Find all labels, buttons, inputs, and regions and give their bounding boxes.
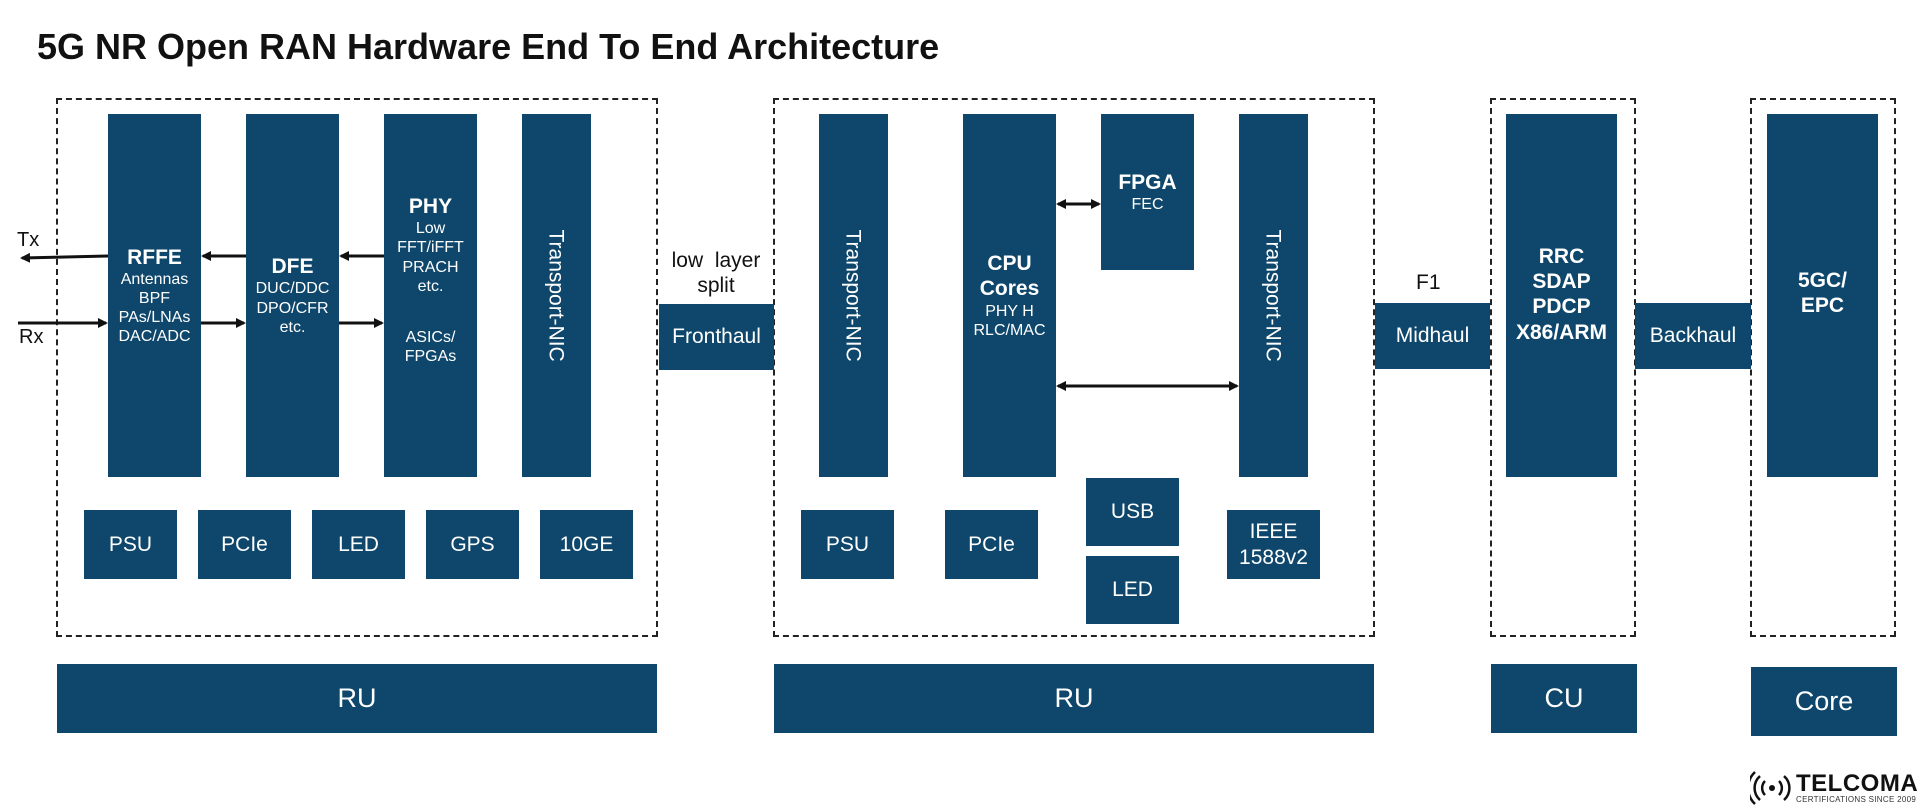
fpga-sub: FEC <box>1131 196 1164 213</box>
ru2-led-block: LED <box>1086 556 1179 624</box>
dfe-line: DUC/DDC <box>255 280 330 298</box>
ieee-line: IEEE <box>1249 520 1298 544</box>
phy-details: Low FFT/iFFT PRACH etc. <box>397 219 464 296</box>
ru2-transport-nic-right-block: Transport-NIC <box>1239 114 1308 477</box>
telcoma-logo: TELCOMA CERTIFICATIONS SINCE 2009 <box>1750 768 1920 808</box>
dfe-title: DFE <box>271 255 314 279</box>
ru1-bar: RU <box>57 664 657 733</box>
cpu-line: RLC/MAC <box>973 321 1046 339</box>
cpu-line: PHY H <box>985 302 1034 320</box>
phy-line: Low <box>415 220 446 238</box>
logo-name: TELCOMA <box>1796 770 1919 797</box>
core-group-outline <box>1750 98 1896 637</box>
backhaul-block: Backhaul <box>1635 303 1751 369</box>
cpu-title-line: Cores <box>979 277 1040 301</box>
midhaul-block: Midhaul <box>1375 303 1490 369</box>
rffe-details: Antennas BPF PAs/LNAs DAC/ADC <box>118 270 190 347</box>
cu-line: RRC <box>1538 245 1585 268</box>
cu-bar: CU <box>1491 664 1637 733</box>
ieee-line: 1588v2 <box>1239 545 1308 569</box>
dfe-block: DFE DUC/DDC DPO/CFR etc. <box>246 114 339 477</box>
usb-block: USB <box>1086 478 1179 546</box>
cu-block: RRC SDAP PDCP X86/ARM <box>1506 114 1617 477</box>
cu-line: PDCP <box>1532 295 1591 319</box>
dfe-details: DUC/DDC DPO/CFR etc. <box>256 279 330 337</box>
ru1-group-outline <box>56 98 658 637</box>
rffe-line: BPF <box>138 289 171 307</box>
core-block: 5GC/ EPC <box>1767 114 1878 477</box>
phy-line: PRACH <box>402 258 459 276</box>
logo-tagline: CERTIFICATIONS SINCE 2009 <box>1796 795 1917 804</box>
phy-hardware: ASICs/ FPGAs <box>405 328 457 366</box>
phy-block: PHY Low FFT/iFFT PRACH etc. ASICs/ FPGAs <box>384 114 477 477</box>
core-line: EPC <box>1800 294 1845 318</box>
phy-title: PHY <box>408 195 453 218</box>
ru1-transport-nic-block: Transport-NIC <box>522 114 591 477</box>
ru2-group-outline <box>773 98 1375 637</box>
split-label-line: split <box>697 274 735 298</box>
fronthaul-split-label: low layer split <box>655 248 777 298</box>
rffe-line: PAs/LNAs <box>118 309 191 327</box>
cu-line: SDAP <box>1532 270 1591 294</box>
split-label-line: low layer <box>671 249 761 272</box>
core-functions: 5GC/ EPC <box>1798 268 1847 318</box>
cu-functions: RRC SDAP PDCP X86/ARM <box>1516 244 1607 345</box>
tx-arrow <box>20 252 109 263</box>
phy-line: etc. <box>417 277 444 295</box>
f1-label: F1 <box>1416 271 1441 294</box>
page-title: 5G NR Open RAN Hardware End To End Archi… <box>37 26 940 67</box>
fronthaul-block: Fronthaul <box>659 304 774 370</box>
ru1-10ge-block: 10GE <box>540 510 633 579</box>
ru2-psu-block: PSU <box>801 510 894 579</box>
phy-hardware-line: ASICs/ <box>405 328 456 346</box>
ru1-pcie-block: PCIe <box>198 510 291 579</box>
tx-label: Tx <box>17 229 40 251</box>
rffe-block: RFFE Antennas BPF PAs/LNAs DAC/ADC <box>108 114 201 477</box>
cpu-cores-title: CPU Cores <box>980 251 1040 301</box>
dfe-line: DPO/CFR <box>256 299 329 317</box>
cpu-cores-block: CPU Cores PHY H RLC/MAC <box>963 114 1056 477</box>
rffe-line: Antennas <box>120 270 189 288</box>
dfe-line: etc. <box>279 318 306 336</box>
phy-line: FFT/iFFT <box>397 239 464 257</box>
rffe-title: RFFE <box>127 245 182 269</box>
core-bar: Core <box>1751 667 1897 736</box>
ru2-bar: RU <box>774 664 1374 733</box>
ru1-gps-block: GPS <box>426 510 519 579</box>
ieee-1588v2-block: IEEE 1588v2 <box>1227 510 1320 579</box>
ru1-led-block: LED <box>312 510 405 579</box>
signal-waves-icon <box>1750 771 1791 805</box>
cpu-cores-details: PHY H RLC/MAC <box>973 302 1045 340</box>
ru2-pcie-block: PCIe <box>945 510 1038 579</box>
ru1-psu-block: PSU <box>84 510 177 579</box>
cu-line: X86/ARM <box>1515 320 1608 344</box>
core-line: 5GC/ <box>1797 269 1847 292</box>
rffe-line: DAC/ADC <box>118 328 191 346</box>
phy-hardware-line: FPGAs <box>404 348 457 366</box>
rx-label: Rx <box>19 326 44 348</box>
fpga-block: FPGA FEC <box>1101 114 1194 270</box>
cpu-title-line: CPU <box>987 252 1032 276</box>
ru2-transport-nic-left-block: Transport-NIC <box>819 114 888 477</box>
fpga-title: FPGA <box>1118 170 1177 194</box>
